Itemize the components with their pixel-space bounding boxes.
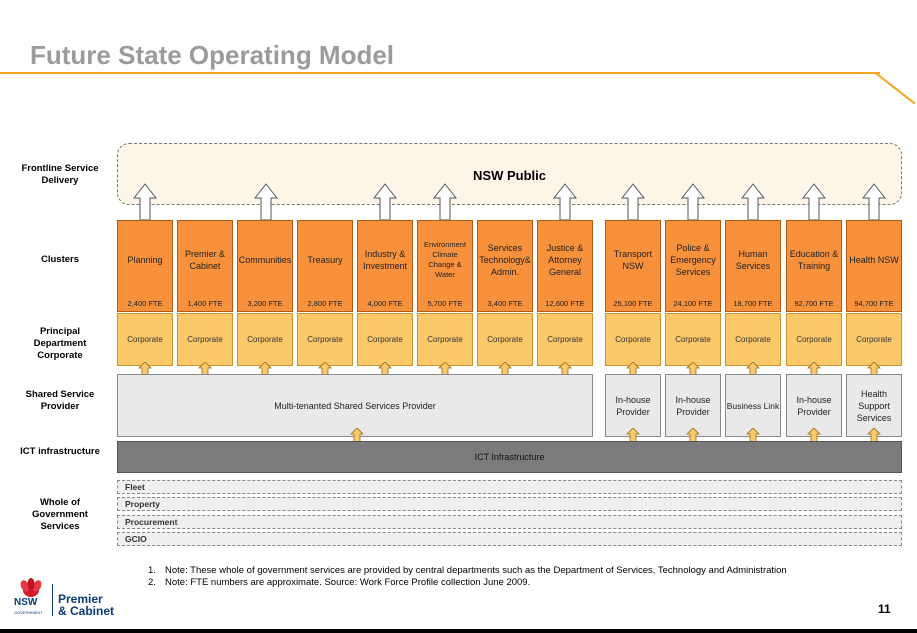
- cluster-fte: 5,700 FTE: [427, 299, 463, 308]
- row-label-ict: ICT infrastructure: [20, 446, 100, 457]
- nsw-public-label: NSW Public: [473, 168, 546, 183]
- cluster-fte: 2,800 FTE: [307, 299, 343, 308]
- ict-infrastructure-bar: ICT Infrastructure: [117, 441, 902, 473]
- corporate-box: Corporate: [846, 313, 902, 366]
- cluster-fte: 4,000 FTE: [367, 299, 403, 308]
- cluster-name: Police & Emergency Services: [670, 243, 716, 277]
- corporate-box: Corporate: [237, 313, 293, 366]
- cluster-fte: 1,400 FTE: [187, 299, 223, 308]
- cluster-fte: 24,100 FTE: [673, 299, 713, 308]
- cluster-name: Health NSW: [849, 255, 899, 265]
- corporate-box: Corporate: [537, 313, 593, 366]
- corporate-box: Corporate: [297, 313, 353, 366]
- premier-cabinet-logo-text: Premier & Cabinet: [58, 593, 114, 617]
- up-arrow-icon: [862, 183, 886, 221]
- wog-gcio: GCIO: [117, 532, 902, 546]
- cluster-fte: 94,700 FTE: [854, 299, 894, 308]
- logo-line-2: & Cabinet: [58, 604, 115, 618]
- wog-fleet: Fleet: [117, 480, 902, 494]
- cluster-name: Human Services: [735, 249, 771, 271]
- up-arrow-icon: [553, 183, 577, 221]
- corporate-box: Corporate: [417, 313, 473, 366]
- page-number: 11: [878, 602, 891, 616]
- corporate-box: Corporate: [786, 313, 842, 366]
- cluster-name: Premier & Cabinet: [184, 249, 225, 271]
- corporate-box: Corporate: [665, 313, 721, 366]
- in-house-provider-police: In-house Provider: [665, 374, 721, 437]
- health-support-services: Health Support Services: [846, 374, 902, 437]
- cluster-treasury: Treasury 2,800 FTE: [297, 220, 353, 312]
- up-arrow-icon: [741, 183, 765, 221]
- in-house-provider-education: In-house Provider: [786, 374, 842, 437]
- cluster-education: Education & Training 92,700 FTE: [786, 220, 842, 312]
- cluster-fte: 12,600 FTE: [545, 299, 585, 308]
- cluster-name: Transport NSW: [613, 249, 653, 271]
- cluster-planning: Planning 2,400 FTE: [117, 220, 173, 312]
- cluster-health: Health NSW 94,700 FTE: [846, 220, 902, 312]
- nsw-government-text: GOVERNMENT: [14, 610, 43, 615]
- nsw-wordmark: NSW: [14, 597, 38, 608]
- up-arrow-icon: [681, 183, 705, 221]
- cluster-fte: 3,400 FTE: [487, 299, 523, 308]
- in-house-provider-transport: In-house Provider: [605, 374, 661, 437]
- cluster-name: Justice & Attorney General: [546, 243, 584, 277]
- cluster-environment: Environment Climate Change & Water 5,700…: [417, 220, 473, 312]
- cluster-justice: Justice & Attorney General 12,600 FTE: [537, 220, 593, 312]
- cluster-transport: Transport NSW 25,100 FTE: [605, 220, 661, 312]
- up-arrow-icon: [133, 183, 157, 221]
- cluster-fte: 25,100 FTE: [613, 299, 653, 308]
- cluster-name: Treasury: [307, 255, 343, 265]
- cluster-name: Education & Training: [789, 249, 839, 271]
- cluster-name: Communities: [238, 255, 292, 265]
- up-arrow-icon: [433, 183, 457, 221]
- cluster-industry-investment: Industry & Investment 4,000 FTE: [357, 220, 413, 312]
- cluster-fte: 3,200 FTE: [247, 299, 283, 308]
- cluster-name: Services Technology& Admin.: [479, 243, 531, 277]
- cluster-name: Industry & Investment: [362, 249, 408, 271]
- cluster-fte: 18,700 FTE: [733, 299, 773, 308]
- multi-tenanted-shared-services: Multi-tenanted Shared Services Provider: [117, 374, 593, 437]
- corporate-box: Corporate: [605, 313, 661, 366]
- wog-procurement: Procurement: [117, 515, 902, 529]
- row-label-clusters: Clusters: [40, 254, 79, 265]
- corporate-box: Corporate: [725, 313, 781, 366]
- up-arrow-icon: [373, 183, 397, 221]
- cluster-name: Planning: [127, 255, 163, 265]
- page-title: Future State Operating Model: [30, 40, 395, 70]
- note-item: 1.Note: These whole of government servic…: [148, 565, 787, 576]
- waratah-logo-icon: [20, 578, 42, 597]
- title-underline-diagonal: [874, 72, 916, 105]
- cluster-communities: Communities 3,200 FTE: [237, 220, 293, 312]
- logo-divider: [52, 584, 53, 616]
- cluster-fte: 2,400 FTE: [127, 299, 163, 308]
- note-item: 2.Note: FTE numbers are approximate. Sou…: [148, 577, 531, 588]
- wog-property: Property: [117, 497, 902, 511]
- corporate-box: Corporate: [117, 313, 173, 366]
- up-arrow-icon: [621, 183, 645, 221]
- cluster-fte: 92,700 FTE: [794, 299, 834, 308]
- notes-list: 1.Note: These whole of government servic…: [148, 565, 787, 589]
- up-arrow-icon: [254, 183, 278, 221]
- cluster-services-technology: Services Technology& Admin. 3,400 FTE: [477, 220, 533, 312]
- nsw-public-box: [117, 143, 902, 205]
- row-label-shared: Shared Service Provider: [25, 389, 95, 412]
- business-link: Business Link: [725, 374, 781, 437]
- cluster-human-services: Human Services 18,700 FTE: [725, 220, 781, 312]
- row-label-frontline: Frontline Service Delivery: [21, 163, 99, 186]
- row-label-wog: Whole of Government Services: [32, 497, 88, 532]
- cluster-premier-cabinet: Premier & Cabinet 1,400 FTE: [177, 220, 233, 312]
- cluster-name: Environment Climate Change & Water: [423, 240, 467, 279]
- bottom-rule: [0, 629, 917, 633]
- up-arrow-icon: [802, 183, 826, 221]
- corporate-box: Corporate: [357, 313, 413, 366]
- title-underline: [0, 72, 880, 74]
- corporate-box: Corporate: [477, 313, 533, 366]
- cluster-police: Police & Emergency Services 24,100 FTE: [665, 220, 721, 312]
- logo-line-1: Premier: [58, 592, 103, 606]
- corporate-box: Corporate: [177, 313, 233, 366]
- row-label-principal: Principal Department Corporate: [33, 326, 87, 361]
